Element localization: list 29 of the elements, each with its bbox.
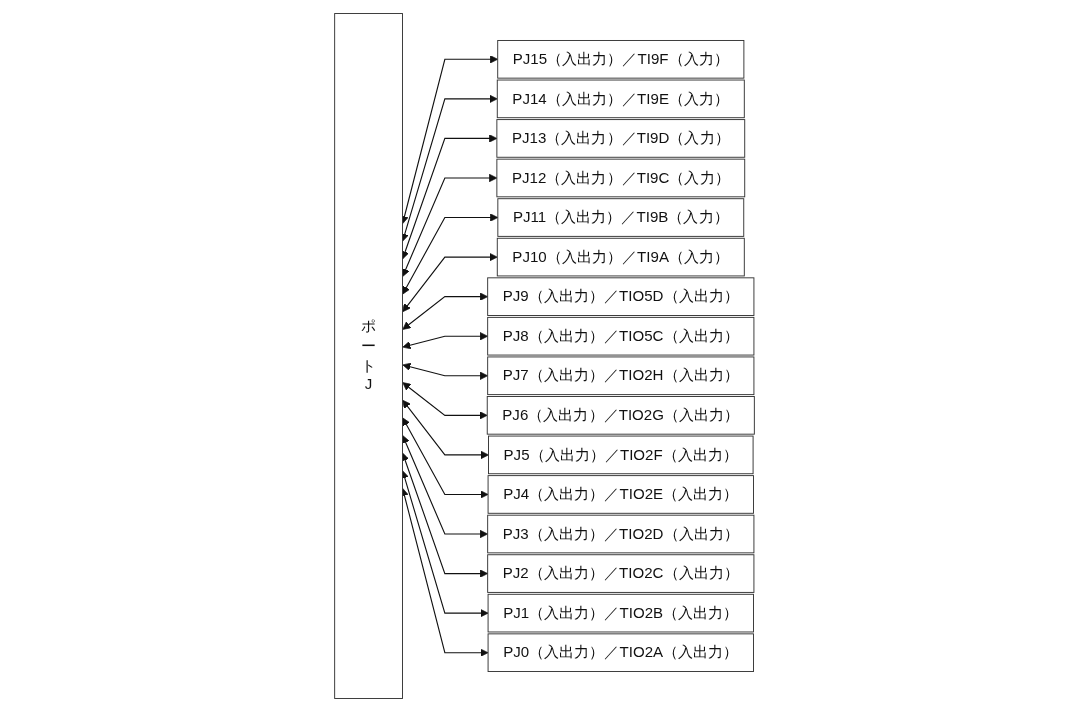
node-box: PJ4（入出力）／TIO2E（入出力）: [487, 475, 754, 514]
arrow: [402, 332, 489, 350]
node-box: PJ14（入出力）／TI9E（入力）: [496, 79, 745, 119]
node-box: PJ2（入出力）／TIO2C（入出力）: [487, 554, 755, 593]
node-box: PJ8（入出力）／TIO5C（入出力）: [487, 316, 755, 356]
node-box: PJ13（入出力）／TI9D（入力）: [496, 119, 746, 158]
arrow: [402, 399, 489, 460]
node-box: PJ11（入出力）／TI9B（入力）: [497, 198, 745, 237]
arrow: [402, 292, 489, 330]
arrow: [401, 173, 498, 277]
node-box: PJ6（入出力）／TIO2G（入出力）: [486, 396, 755, 435]
node-box: PJ10（入出力）／TI9A（入力）: [496, 237, 745, 277]
arrow: [402, 417, 489, 499]
node-box: PJ3（入出力）／TIO2D（入出力）: [487, 514, 755, 554]
node-box: PJ5（入出力）／TIO2F（入出力）: [488, 435, 754, 475]
node-box: PJ15（入出力）／TI9F（入力）: [497, 40, 745, 79]
node-box: ポートJ: [334, 13, 403, 699]
arrow: [401, 435, 489, 539]
arrow: [401, 134, 498, 260]
arrow: [402, 382, 488, 420]
arrow: [401, 452, 489, 578]
node-box: PJ1（入出力）／TIO2B（入出力）: [487, 593, 754, 633]
arrow: [402, 252, 498, 313]
arrow: [402, 362, 489, 380]
node-box: PJ0（入出力）／TIO2A（入出力）: [487, 633, 754, 672]
node-box: PJ12（入出力）／TI9C（入力）: [496, 158, 746, 198]
node-box: PJ7（入出力）／TIO2H（入出力）: [487, 356, 755, 396]
arrow: [402, 213, 499, 295]
node-box: PJ9（入出力）／TIO5D（入出力）: [487, 277, 755, 316]
